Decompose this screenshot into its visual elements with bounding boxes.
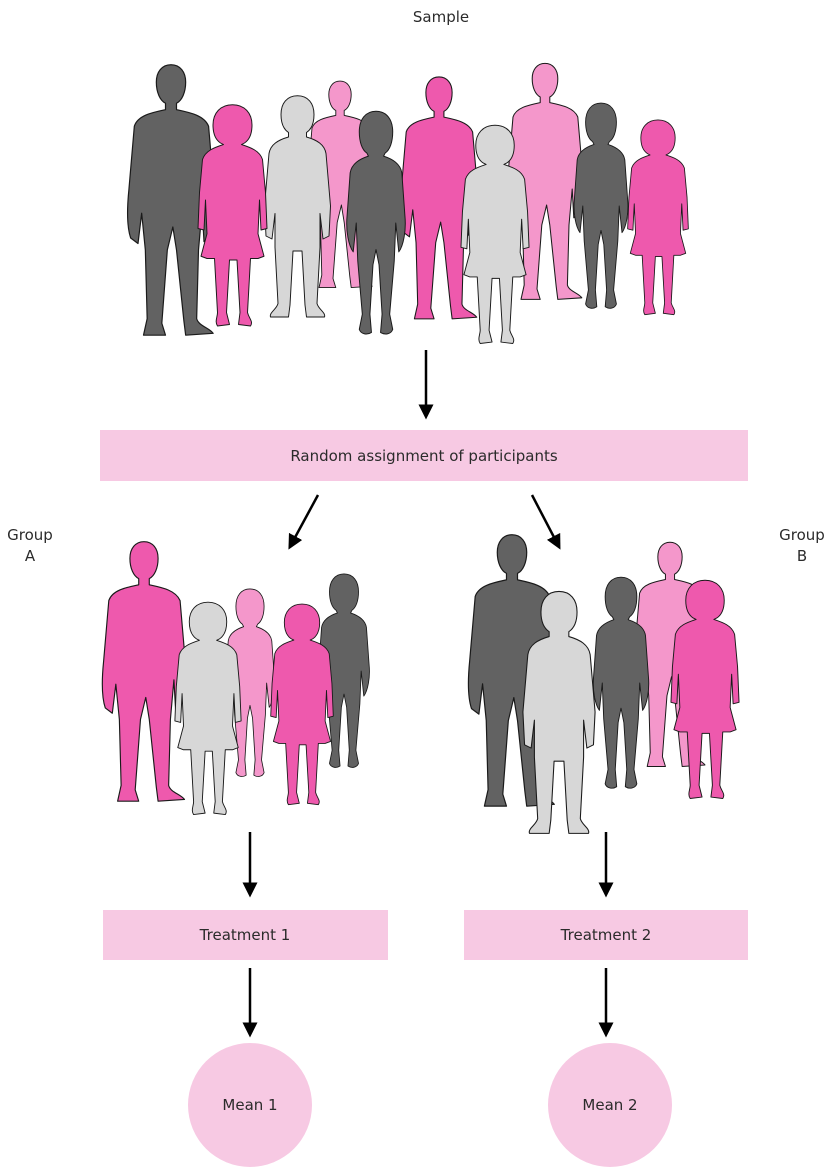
sample-label: Sample bbox=[413, 8, 469, 26]
svg-text:Group: Group bbox=[779, 526, 825, 544]
person-icon bbox=[573, 102, 629, 309]
mean-1-label: Mean 1 bbox=[222, 1096, 277, 1114]
mean-2-circle bbox=[548, 1043, 672, 1167]
treatment-2-box bbox=[464, 910, 748, 960]
treatment-1-box bbox=[103, 910, 388, 960]
person-icon bbox=[101, 541, 187, 802]
group-a-crowd bbox=[101, 541, 370, 816]
svg-text:B: B bbox=[797, 547, 807, 565]
person-icon bbox=[627, 119, 689, 316]
mean-2-label: Mean 2 bbox=[582, 1096, 637, 1114]
arrow-to-group-a bbox=[288, 494, 320, 550]
svg-text:A: A bbox=[25, 547, 36, 565]
group-a-label: Group A bbox=[7, 526, 53, 565]
group-b-crowd bbox=[467, 534, 740, 834]
assignment-label: Random assignment of participants bbox=[290, 447, 558, 465]
treatment-2-label: Treatment 2 bbox=[560, 926, 652, 944]
svg-text:Group: Group bbox=[7, 526, 53, 544]
sample-crowd bbox=[127, 62, 689, 345]
arrow-to-group-b bbox=[530, 494, 561, 550]
mean-1-circle bbox=[188, 1043, 312, 1167]
treatment-1-label: Treatment 1 bbox=[199, 926, 291, 944]
group-b-label: Group B bbox=[779, 526, 825, 565]
assignment-box bbox=[100, 430, 748, 481]
